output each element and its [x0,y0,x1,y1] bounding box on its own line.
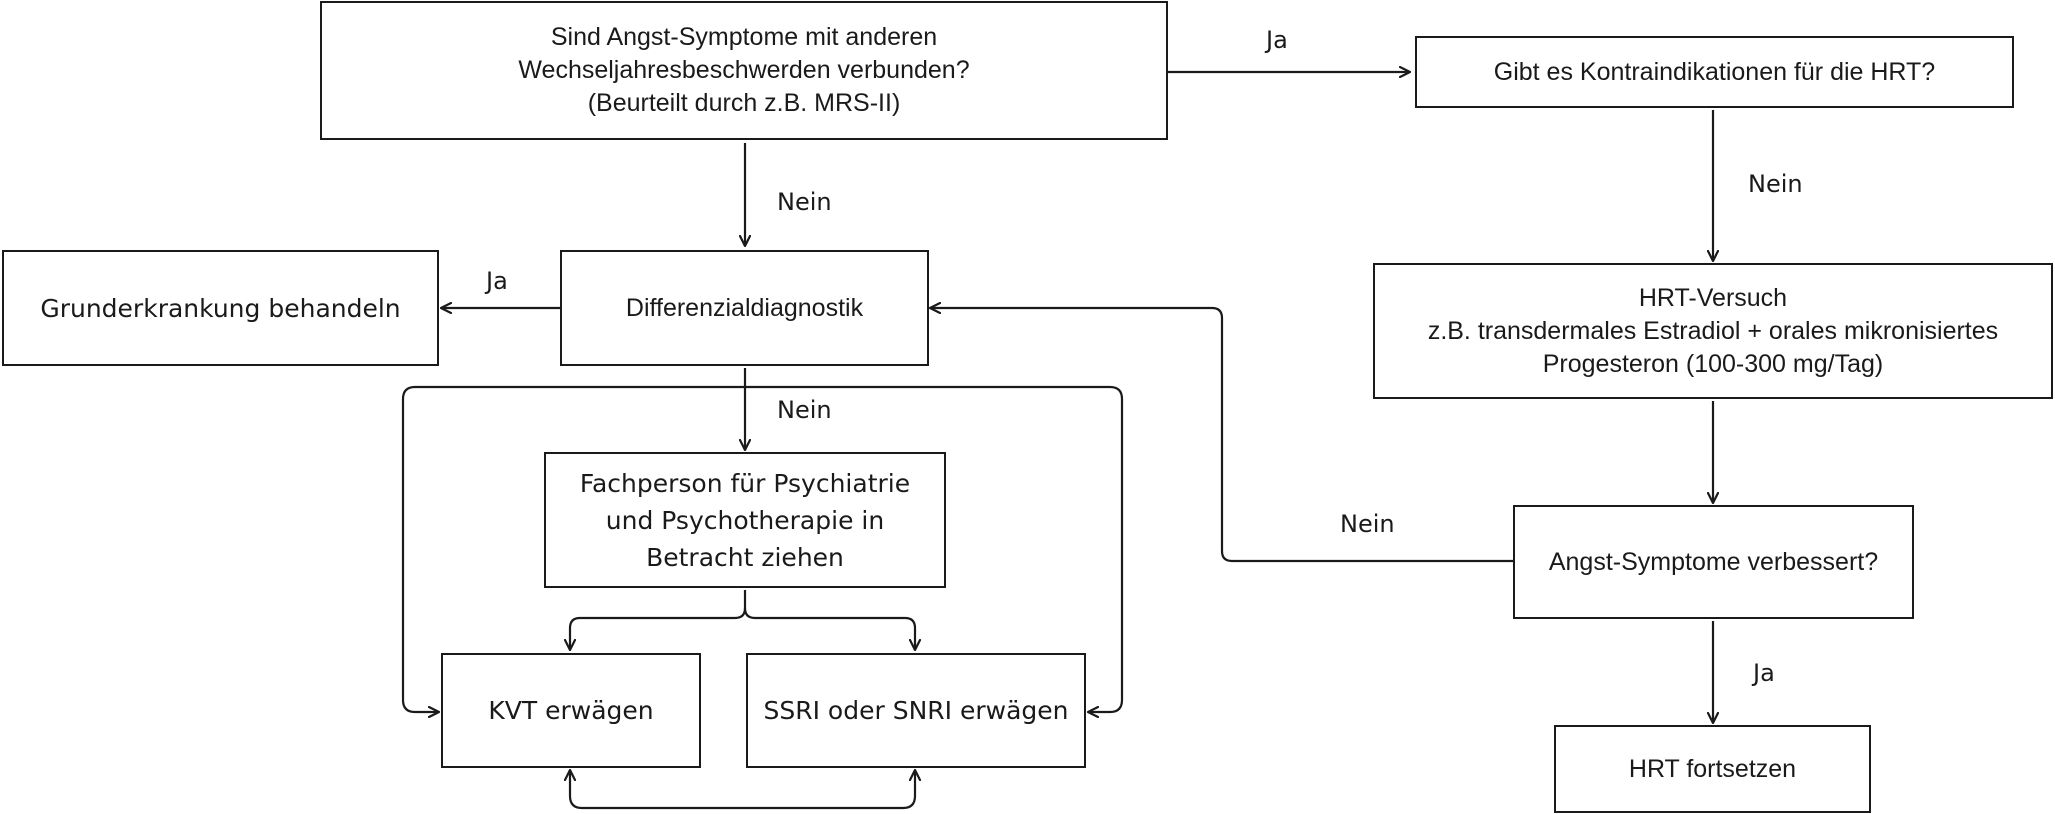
edge-improved-to-differential [930,308,1513,563]
node-consider-ssri-snri: SSRI oder SNRI erwägen [746,653,1086,768]
node-symptoms-question: Sind Angst-Symptome mit anderen Wechselj… [320,1,1168,140]
label-improved-no: Nein [1340,510,1395,538]
edge-bracket-to-ssri [745,385,1124,712]
node-contraindication-question: Gibt es Kontraindikationen für die HRT? [1415,36,2014,108]
node-differential-diagnosis: Differenzialdiagnostik [560,250,929,366]
edge-kvt-ssri-to-kvt [570,770,745,810]
label-improved-yes: Ja [1753,659,1775,687]
edge-specialist-to-ssri [743,607,915,650]
edge-kvt-ssri-to-ssri [745,770,915,810]
edge-specialist-to-kvt [570,590,747,650]
node-hrt-trial: HRT-Versuch z.B. transdermales Estradiol… [1373,263,2053,399]
node-specialist-referral: Fachperson für Psychiatrie und Psychothe… [544,452,946,588]
node-consider-kvt: KVT erwägen [441,653,701,768]
label-differential-no: Nein [777,396,832,424]
edge-bracket-to-kvt [401,385,745,712]
node-treat-underlying-disease: Grunderkrankung behandeln [2,250,439,366]
node-symptoms-improved-question: Angst-Symptome verbessert? [1513,505,1914,619]
label-contra-no: Nein [1748,170,1803,198]
node-continue-hrt: HRT fortsetzen [1554,725,1871,813]
label-symptoms-no: Nein [777,188,832,216]
label-differential-yes: Ja [486,267,508,295]
label-symptoms-yes: Ja [1266,26,1288,54]
